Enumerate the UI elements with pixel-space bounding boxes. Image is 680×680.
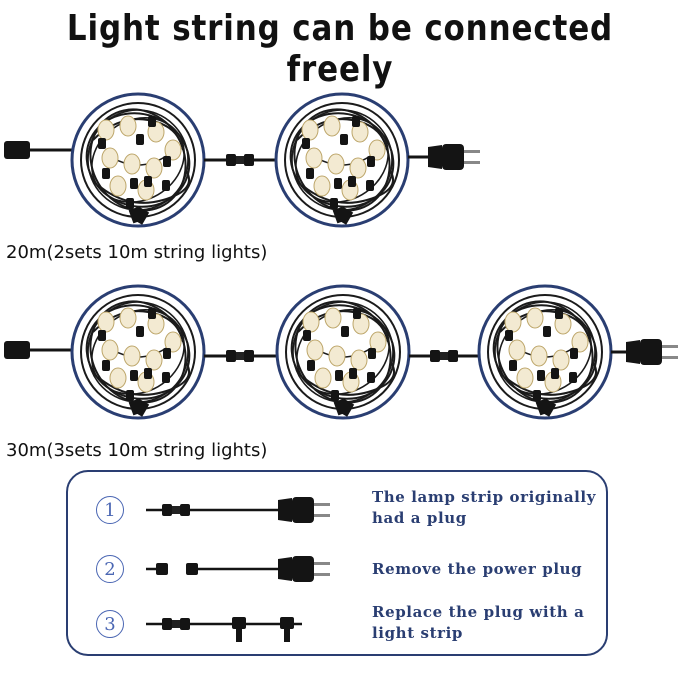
step-number-1: 1 <box>96 496 124 524</box>
row-label-20m: 20m(2sets 10m string lights) <box>6 242 268 263</box>
step-1-line-2: had a plug <box>372 509 467 527</box>
row-label-30m: 30m(3sets 10m string lights) <box>6 440 268 461</box>
connector-icon <box>4 341 30 359</box>
step1-cable <box>146 497 330 523</box>
connector-icon <box>226 154 254 166</box>
row1-chain <box>4 90 480 230</box>
cable-coil-icon <box>70 90 206 230</box>
step-3-text: Replace the plug with a light strip <box>372 602 584 644</box>
step-1-text: The lamp strip originally had a plug <box>372 487 596 529</box>
connector-icon <box>430 350 458 362</box>
step-2-text: Remove the power plug <box>372 559 582 580</box>
step-number-2: 2 <box>96 555 124 583</box>
cable-coil-icon <box>275 282 411 422</box>
step-3-line-1: Replace the plug with a <box>372 603 585 621</box>
connector-icon <box>156 563 168 575</box>
step-3-line-2: light strip <box>372 624 464 642</box>
power-plug-icon <box>428 144 480 170</box>
connector-icon <box>186 563 198 575</box>
steps-panel <box>66 470 608 656</box>
step3-cable <box>146 617 302 642</box>
step-number-3: 3 <box>96 610 124 638</box>
row2-chain <box>4 282 678 422</box>
step-2-line-1: Remove the power plug <box>372 560 583 578</box>
step-1-line-1: The lamp strip originally <box>372 488 597 506</box>
cable-coil-icon <box>70 282 206 422</box>
connector-icon <box>226 350 254 362</box>
socket-coupler-icon <box>232 617 294 642</box>
cable-coil-icon <box>274 90 410 230</box>
power-plug-icon <box>626 339 678 365</box>
step2-cable <box>146 556 330 582</box>
cable-coil-icon <box>477 282 613 422</box>
connector-icon <box>4 141 30 159</box>
page-title: Light string can be connected freely <box>66 8 614 90</box>
